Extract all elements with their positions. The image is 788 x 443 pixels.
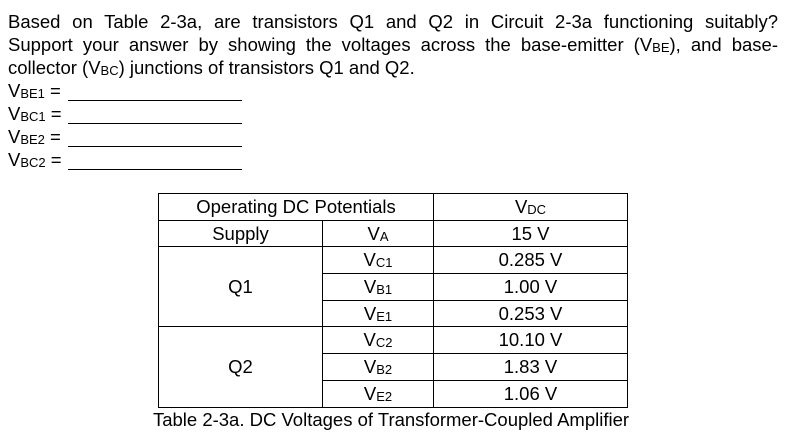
text: Support your answer by showing the volta… (8, 34, 653, 55)
supply-symbol: VA (322, 219, 434, 248)
supply-value: 15 V (433, 219, 628, 248)
text: V (363, 382, 377, 404)
answer-blank-bc1[interactable] (68, 123, 242, 124)
text: V (8, 149, 21, 170)
node-symbol: VC2 (322, 326, 434, 355)
header-operating-dc-potentials: Operating DC Potentials (158, 193, 434, 221)
text: V (8, 126, 21, 147)
node-symbol: VE1 (322, 299, 434, 328)
text: V (363, 275, 377, 297)
subscript: BC (100, 63, 119, 78)
node-symbol: VE2 (322, 379, 434, 408)
voltage-value: 1.83 V (433, 353, 628, 381)
subscript: BC2 (20, 155, 46, 170)
supply-label: Supply (158, 219, 323, 248)
answer-blank-bc2[interactable] (68, 169, 242, 170)
text: V (8, 80, 21, 101)
answer-label-be2: VBE2 = (8, 126, 61, 148)
subscript: C2 (375, 335, 393, 351)
question-line-2: Support your answer by showing the volta… (8, 34, 778, 56)
answer-blank-be1[interactable] (68, 100, 242, 101)
text: V (363, 249, 376, 271)
voltage-value: 0.285 V (433, 246, 628, 275)
header-vdc: VDC (433, 193, 628, 221)
text: = (44, 80, 61, 101)
transistor-label: Q2 (158, 326, 323, 408)
table-header-row: Operating DC Potentials VDC (158, 193, 628, 221)
dc-voltages-table: Operating DC Potentials VDC Supply VA 15… (158, 193, 628, 408)
subscript: BE2 (20, 132, 45, 147)
subscript: C1 (375, 255, 393, 271)
answer-label-be1: VBE1 = (8, 80, 61, 102)
table-row-supply: Supply VA 15 V (158, 219, 628, 248)
table-caption: Table 2-3a. DC Voltages of Transformer-C… (152, 409, 630, 430)
text: V (363, 355, 377, 377)
text: ), and base- (669, 34, 778, 55)
text: V (367, 222, 380, 244)
text: V (514, 195, 528, 217)
node-symbol: VB2 (322, 353, 434, 381)
text: V (8, 103, 21, 124)
node-symbol: VC1 (322, 246, 434, 275)
node-symbol: VB1 (322, 273, 434, 301)
subscript: DC (527, 201, 547, 217)
subscript: E2 (376, 388, 393, 404)
text: collector (V (8, 57, 101, 78)
voltage-value: 1.06 V (433, 379, 628, 408)
subscript: BC1 (20, 109, 46, 124)
question-line-3: collector (VBC) junctions of transistors… (8, 57, 778, 79)
subscript: BE1 (20, 86, 45, 101)
text: ) junctions of transistors Q1 and Q2. (118, 57, 415, 78)
voltage-value: 1.00 V (433, 273, 628, 301)
question-line-1: Based on Table 2-3a, are transistors Q1 … (8, 11, 778, 32)
answer-label-bc1: VBC1 = (8, 103, 62, 125)
subscript: B1 (376, 281, 393, 297)
text: = (44, 126, 61, 147)
answer-blank-be2[interactable] (68, 146, 242, 147)
text: = (45, 149, 62, 170)
subscript: A (379, 228, 389, 244)
subscript: E1 (376, 308, 393, 324)
subscript: B2 (376, 361, 393, 377)
text: = (45, 103, 62, 124)
text: V (363, 302, 377, 324)
subscript: BE (652, 40, 670, 55)
voltage-value: 10.10 V (433, 326, 628, 355)
voltage-value: 0.253 V (433, 299, 628, 328)
text: V (363, 329, 376, 351)
answer-label-bc2: VBC2 = (8, 149, 62, 171)
transistor-label: Q1 (158, 246, 323, 328)
